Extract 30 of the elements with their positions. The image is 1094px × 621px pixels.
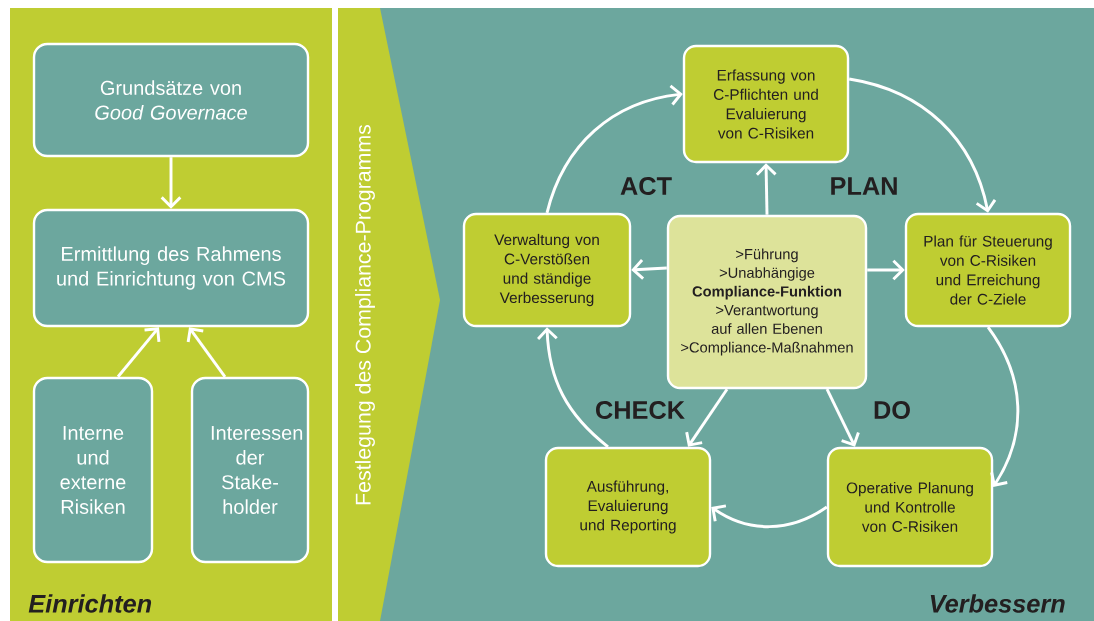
arrow xyxy=(685,388,729,447)
phase-label: CHECK xyxy=(596,401,685,419)
panel-title: Einrichten xyxy=(28,594,152,613)
arrow xyxy=(160,157,182,209)
process-box: Ermittlung des Rahmens und Einrichtung von CMS xyxy=(32,208,310,328)
process-box: Ausführung, Evaluierung und Reporting xyxy=(544,446,712,568)
arrow xyxy=(825,388,860,447)
phase-label: PLAN xyxy=(831,177,897,195)
process-box: Operative Planung und Kontrolle von C-Risiken xyxy=(826,446,994,568)
phase-label: ACT xyxy=(620,177,672,195)
process-box: Verwaltung von C-Verstößen und ständige Verbesserung xyxy=(462,212,632,328)
chevron-band: Festlegung des Compliance-Programms xyxy=(338,8,440,621)
arrow xyxy=(711,504,828,529)
phase-label: DO xyxy=(874,401,910,419)
arrow xyxy=(545,84,683,214)
arrow xyxy=(986,326,1020,487)
arrow xyxy=(537,327,609,448)
arrow xyxy=(186,327,227,378)
arrow xyxy=(116,327,161,378)
process-box: Erfassung von C-Pflichten und Evaluierung von C-Risiken xyxy=(682,44,850,164)
panel-title: Verbessern xyxy=(930,594,1065,613)
process-box: Grundsätze von Good Governace xyxy=(32,42,310,158)
process-box: Interne und externe Risiken xyxy=(32,376,154,564)
process-box: Interessen der Stake-holder xyxy=(190,376,310,564)
arrow xyxy=(631,259,667,280)
arrow xyxy=(755,163,777,215)
arrow xyxy=(848,77,997,213)
center-box: >Führung >Unabhängige Compliance-Funktion >Verantwortung auf allen Ebenen >Compliance-Maßnahmen xyxy=(666,214,868,390)
process-box: Plan für Steuerung von C-Risiken und Erreichung der C-Ziele xyxy=(904,212,1072,328)
arrow xyxy=(867,259,905,281)
